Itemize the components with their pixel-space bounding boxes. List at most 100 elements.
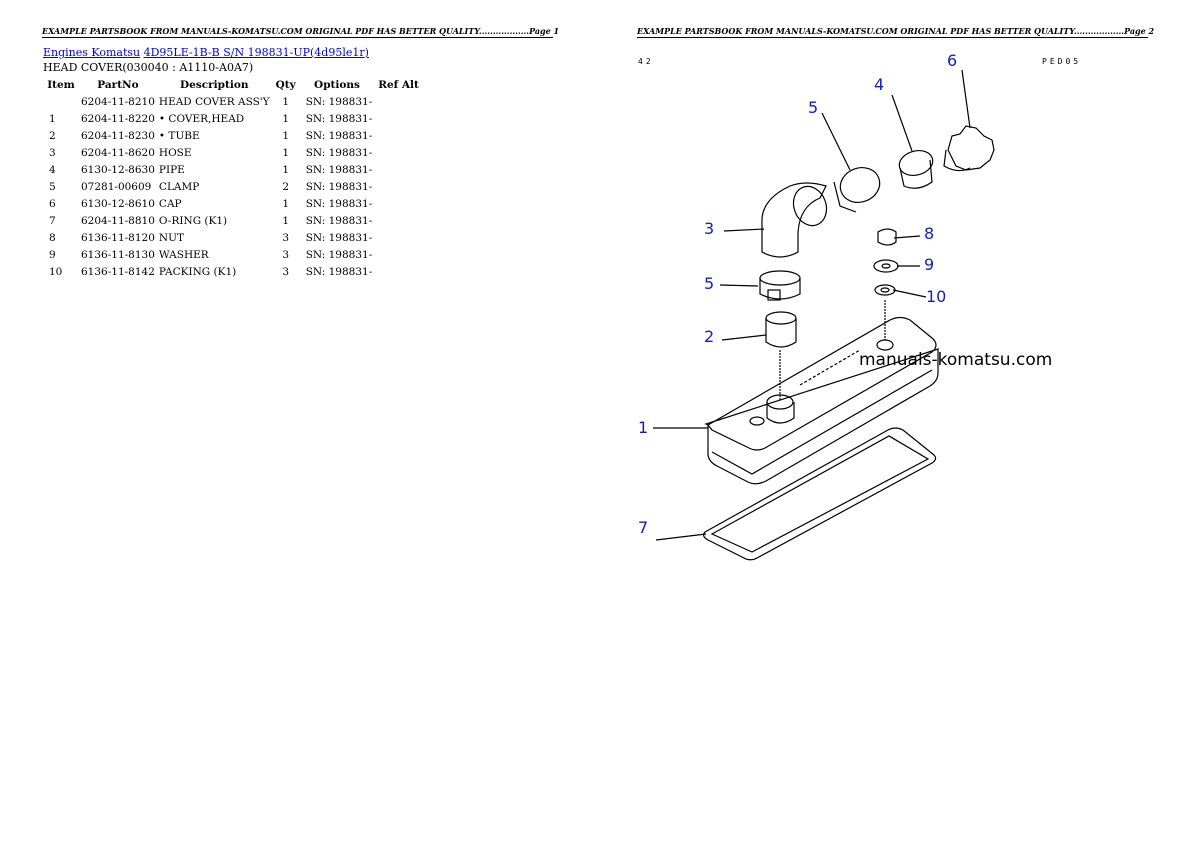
cell-qty: 3 <box>282 231 290 244</box>
washer-hole <box>881 263 891 269</box>
cap-knob <box>947 125 995 171</box>
col-header-partno: PartNo <box>97 78 139 91</box>
washer <box>873 259 899 273</box>
table-row: 3 6204-11-8620 HOSE 1 SN: 198831- <box>43 144 423 161</box>
tube-body <box>765 318 797 348</box>
cell-partno: 6204-11-8210 <box>81 95 155 108</box>
cell-description: PACKING (K1) <box>158 265 237 278</box>
table-row: 6204-11-8210 HEAD COVER ASS'Y 1 SN: 1988… <box>43 93 423 110</box>
table-row: 6 6130-12-8610 CAP 1 SN: 198831- <box>43 195 423 212</box>
cell-partno: 6130-12-8610 <box>81 197 155 210</box>
cell-description: • TUBE <box>158 129 200 142</box>
cell-item: 2 <box>49 129 56 142</box>
lower-clamp-ring <box>759 270 801 286</box>
section-title: HEAD COVER(030040 : A1110-A0A7) <box>43 61 254 74</box>
cell-options: SN: 198831- <box>305 146 373 159</box>
head-cover-bolt-hole <box>749 416 765 426</box>
cell-description: O-RING (K1) <box>158 214 228 227</box>
cell-item: 4 <box>49 163 56 176</box>
callout-1: 1 <box>638 418 649 437</box>
breadcrumb-link-model[interactable]: 4D95LE-1B-B S/N 198831-UP(4d95le1r) <box>143 46 369 59</box>
callout-3: 3 <box>704 219 715 238</box>
callout-5-lower: 5 <box>704 274 715 293</box>
hose-elbow-mouth <box>792 185 828 227</box>
cell-qty: 3 <box>282 248 290 261</box>
cell-qty: 1 <box>282 95 290 108</box>
cell-partno: 6136-11-8120 <box>81 231 155 244</box>
leader-line-4 <box>891 94 913 152</box>
table-row: 10 6136-11-8142 PACKING (K1) 3 SN: 19883… <box>43 263 423 280</box>
cell-item: 1 <box>49 112 56 125</box>
table-header-row: Item PartNo Description Qty Options Ref … <box>43 76 423 93</box>
cell-options: SN: 198831- <box>305 265 373 278</box>
packing <box>874 284 896 296</box>
cell-item: 8 <box>49 231 56 244</box>
callout-8: 8 <box>924 224 935 243</box>
head-cover-filler-neck <box>766 394 794 410</box>
cell-description: HOSE <box>158 146 192 159</box>
diagram-page-code: 42 <box>638 57 654 66</box>
table-row: 5 07281-00609 CLAMP 2 SN: 198831- <box>43 178 423 195</box>
cell-item: 9 <box>49 248 56 261</box>
callout-5-upper: 5 <box>808 98 819 117</box>
cell-partno: 07281-00609 <box>81 180 152 193</box>
cell-options: SN: 198831- <box>305 95 373 108</box>
cell-partno: 6204-11-8620 <box>81 146 155 159</box>
cell-qty: 3 <box>282 265 290 278</box>
cell-partno: 6136-11-8130 <box>81 248 155 261</box>
table-row: 2 6204-11-8230 • TUBE 1 SN: 198831- <box>43 127 423 144</box>
leader-line-5-upper <box>821 112 851 171</box>
cell-partno: 6204-11-8810 <box>81 214 155 227</box>
o-ring-gasket-inner <box>710 435 930 553</box>
cell-description: WASHER <box>158 248 209 261</box>
breadcrumb-link-engines[interactable]: Engines Komatsu <box>43 46 141 59</box>
head-cover-lettering <box>799 349 861 386</box>
cell-options: SN: 198831- <box>305 214 373 227</box>
o-ring-gasket <box>702 427 937 561</box>
callout-2: 2 <box>704 327 715 346</box>
diagram-figure-code: PED05 <box>1042 57 1082 66</box>
leader-line-8 <box>893 235 921 239</box>
col-header-refalt: Ref Alt <box>378 78 419 91</box>
table-row: 9 6136-11-8130 WASHER 3 SN: 198831- <box>43 246 423 263</box>
table-row: 7 6204-11-8810 O-RING (K1) 1 SN: 198831- <box>43 212 423 229</box>
cell-options: SN: 198831- <box>305 231 373 244</box>
upper-clamp-ring <box>839 167 881 203</box>
cell-qty: 1 <box>282 129 290 142</box>
cell-options: SN: 198831- <box>305 180 373 193</box>
col-header-description: Description <box>180 78 249 91</box>
cell-description: • COVER,HEAD <box>158 112 245 125</box>
leader-line-2 <box>721 334 767 341</box>
callout-4: 4 <box>874 75 885 94</box>
cell-description: HEAD COVER ASS'Y <box>158 95 270 108</box>
callout-10: 10 <box>926 287 947 306</box>
cell-description: NUT <box>158 231 184 244</box>
col-header-item: Item <box>47 78 75 91</box>
cell-qty: 1 <box>282 146 290 159</box>
cell-partno: 6130-12-8630 <box>81 163 155 176</box>
pipe-rim <box>898 150 934 176</box>
nut <box>877 228 897 246</box>
cell-item: 7 <box>49 214 56 227</box>
parts-table: Item PartNo Description Qty Options Ref … <box>43 76 423 280</box>
cell-item: 5 <box>49 180 56 193</box>
breadcrumb: Engines Komatsu 4D95LE-1B-B S/N 198831-U… <box>43 46 369 59</box>
head-cover-stud-boss <box>876 339 894 351</box>
cell-item: 6 <box>49 197 56 210</box>
cell-description: CLAMP <box>158 180 200 193</box>
cell-description: CAP <box>158 197 182 210</box>
cell-qty: 1 <box>282 163 290 176</box>
upper-clamp-band <box>833 181 857 213</box>
table-row: 8 6136-11-8120 NUT 3 SN: 198831- <box>43 229 423 246</box>
col-header-options: Options <box>314 78 360 91</box>
pipe-body <box>899 159 933 189</box>
cell-qty: 1 <box>282 214 290 227</box>
leader-line-5-lower <box>719 284 759 287</box>
head-cover-filler-boss <box>766 402 795 424</box>
header-rule-right <box>637 37 1148 38</box>
cell-qty: 1 <box>282 197 290 210</box>
leader-line-6 <box>961 69 971 129</box>
hose-elbow <box>761 182 827 258</box>
cell-partno: 6204-11-8230 <box>81 129 155 142</box>
